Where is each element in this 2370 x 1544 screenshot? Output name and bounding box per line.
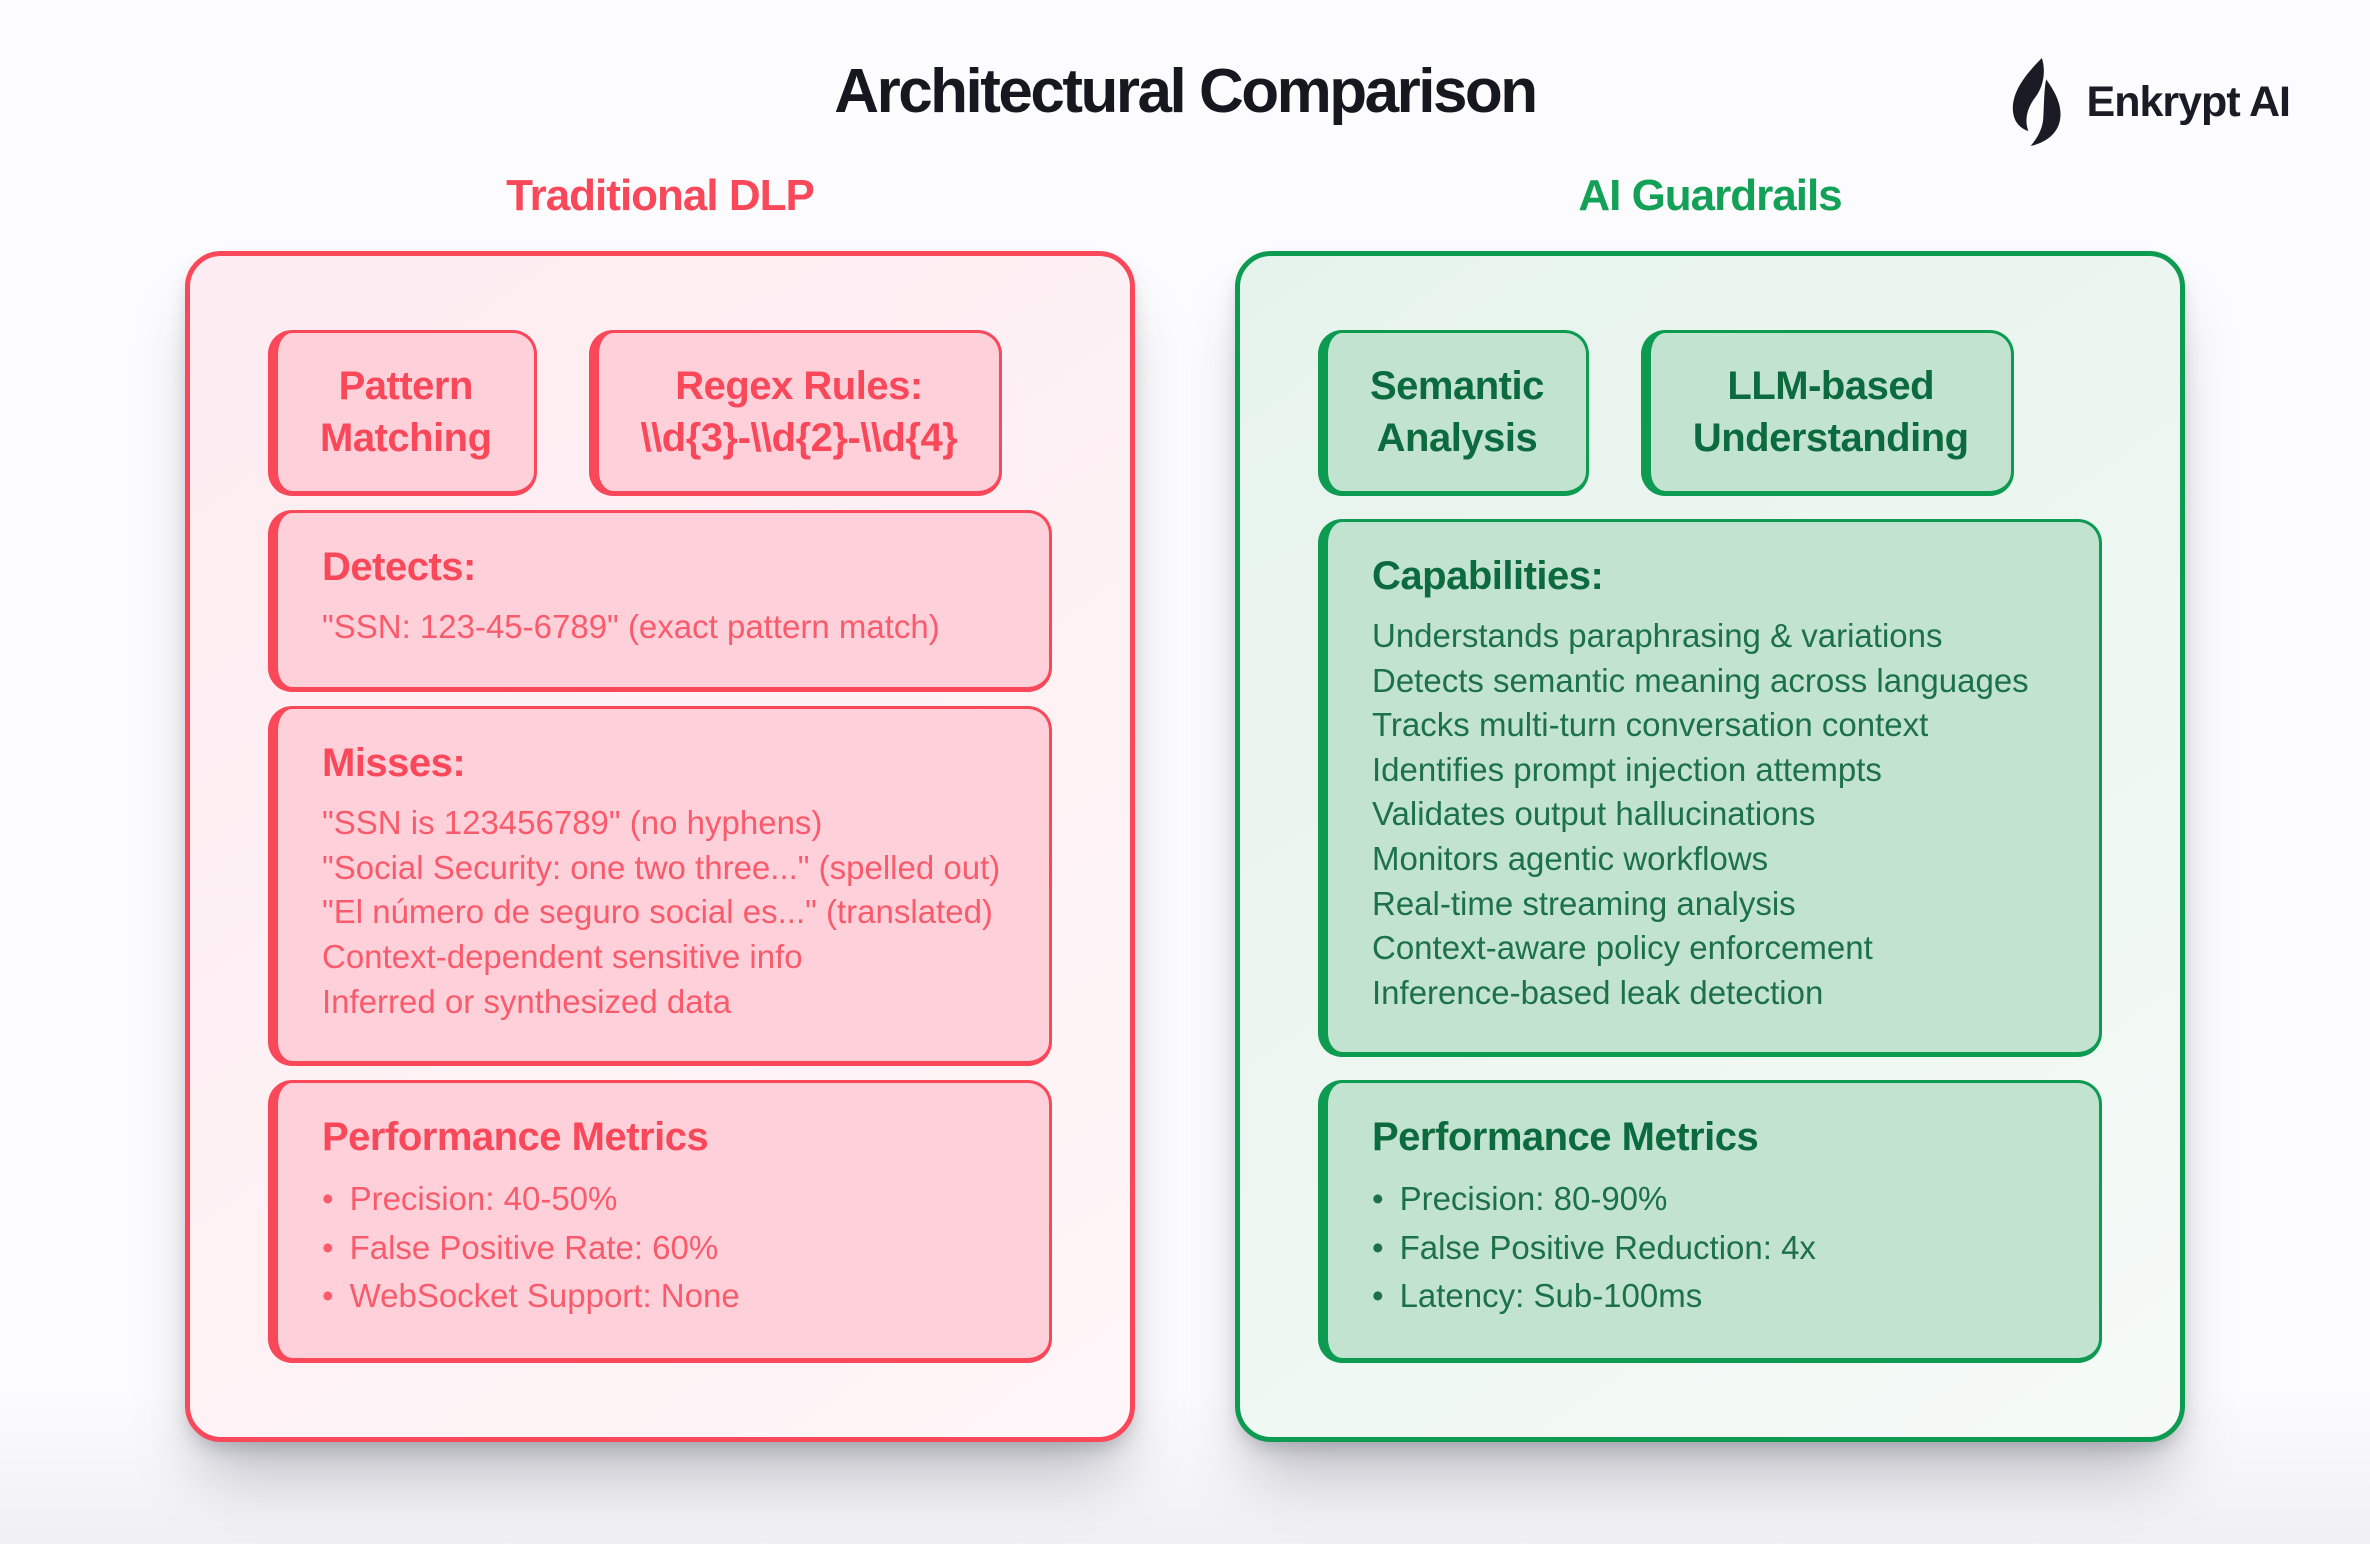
detail-line: Identifies prompt injection attempts — [1372, 750, 1882, 788]
detects-box: Detects: "SSN: 123-45-6789" (exact patter… — [268, 510, 1052, 692]
metric-item: Precision: 80-90% — [1372, 1176, 2055, 1222]
detail-line: Inference-based leak detection — [1372, 973, 1824, 1011]
metric-list: Precision: 80-90%False Positive Reductio… — [1372, 1176, 2055, 1319]
metric-item: False Positive Reduction: 4x — [1372, 1225, 2055, 1271]
performance-metrics-box: Performance MetricsPrecision: 40-50%Fals… — [268, 1080, 1052, 1363]
detail-line: Detects semantic meaning across language… — [1372, 661, 2029, 699]
pattern-matching-chip: Pattern Matching — [268, 330, 537, 496]
detail-line: Real-time streaming analysis — [1372, 884, 1796, 922]
detail-line: "El número de seguro social es..." (tran… — [322, 893, 993, 931]
chip-label: LLM-based Understanding — [1692, 364, 1969, 460]
detail-line: Context-aware policy enforcement — [1372, 929, 1873, 967]
detail-line: Context-dependent sensitive info — [322, 937, 803, 975]
brand-name: Enkrypt AI — [2086, 77, 2291, 126]
regex-rules-chip: Regex Rules: \\d{3}-\\d{2}-\\d{4} — [588, 330, 1003, 496]
detail-line: Validates output hallucinations — [1372, 795, 1816, 833]
detail-line: Tracks multi-turn conversation context — [1372, 706, 1929, 744]
llm-based-understanding-chip: LLM-based Understanding — [1640, 330, 2014, 496]
brand-logo: Enkrypt AI — [2005, 58, 2291, 146]
ai-guardrails-panel: Semantic Analysis LLM-based Understanding… — [1235, 251, 2185, 1442]
section-heading: Performance Metrics — [1372, 1115, 1759, 1160]
metric-item: Precision: 40-50% — [322, 1176, 1005, 1222]
performance-metrics-box: Performance MetricsPrecision: 80-90%Fals… — [1318, 1080, 2102, 1363]
detail-list: "SSN: 123-45-6789" (exact pattern match) — [322, 606, 1005, 648]
semantic-analysis-chip: Semantic Analysis — [1318, 330, 1589, 496]
detail-line: "SSN is 123456789" (no hyphens) — [322, 804, 823, 842]
traditional-dlp-panel: Pattern Matching Regex Rules: \\d{3}-\\d{… — [185, 251, 1135, 1442]
metric-item: False Positive Rate: 60% — [322, 1225, 1005, 1271]
column-traditional-dlp: Traditional DLP Pattern Matching Regex Ru… — [185, 171, 1135, 1442]
column-ai-guardrails: AI Guardrails Semantic Analysis LLM-based… — [1235, 171, 2185, 1442]
capabilities-box: Capabilities: Understands paraphrasing & … — [1318, 519, 2102, 1058]
metric-list: Precision: 40-50%False Positive Rate: 60… — [322, 1176, 1005, 1319]
section-heading: Misses: — [322, 741, 466, 786]
chip-label: Semantic Analysis — [1370, 364, 1544, 460]
column-title-traditional-dlp: Traditional DLP — [506, 171, 815, 220]
section-heading: Performance Metrics — [322, 1115, 709, 1160]
detail-line: Inferred or synthesized data — [322, 982, 732, 1020]
metric-item: WebSocket Support: None — [322, 1273, 1005, 1319]
flame-icon — [2012, 58, 2061, 146]
chips-row: Semantic Analysis LLM-based Understanding — [1318, 330, 2102, 496]
metric-item: Latency: Sub-100ms — [1372, 1273, 2055, 1319]
detail-line: "Social Security: one two three..." (spe… — [322, 848, 1001, 886]
chips-row: Pattern Matching Regex Rules: \\d{3}-\\d{… — [268, 330, 1052, 496]
section-heading: Capabilities: — [1372, 554, 1604, 599]
detail-line: Understands paraphrasing & variations — [1372, 617, 1943, 655]
section-heading: Detects: — [322, 545, 476, 590]
column-title-ai-guardrails: AI Guardrails — [1578, 171, 1842, 220]
page-title: Architectural Comparison — [834, 57, 1538, 126]
chip-label: Regex Rules: \\d{3}-\\d{2}-\\d{4} — [640, 364, 958, 460]
chip-label: Pattern Matching — [320, 364, 492, 460]
detail-line: "SSN: 123-45-6789" (exact pattern match) — [322, 608, 940, 646]
comparison-columns: Traditional DLP Pattern Matching Regex Ru… — [0, 171, 2370, 1442]
detail-list: "SSN is 123456789" (no hyphens) "Social S… — [322, 802, 1005, 1022]
misses-box: Misses:"SSN is 123456789" (no hyphens)"S… — [268, 706, 1052, 1067]
detail-line: Monitors agentic workflows — [1372, 839, 1769, 877]
